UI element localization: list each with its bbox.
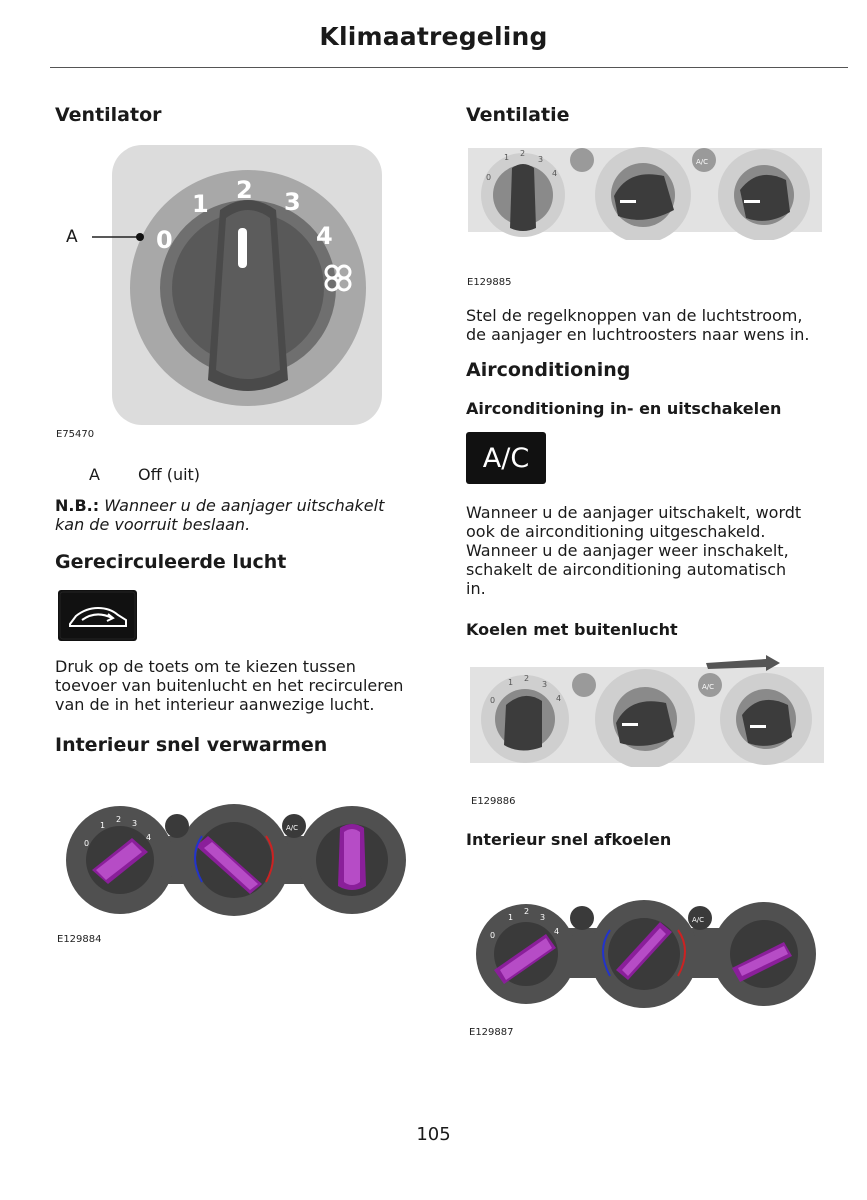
- svg-text:0: 0: [84, 839, 89, 848]
- svg-text:1: 1: [508, 913, 513, 922]
- ac-line: Wanneer u de aanjager uitschakelt, wordt: [466, 503, 802, 522]
- legend-value: Off (uit): [138, 465, 201, 484]
- ac-small-label: A/C: [286, 824, 298, 832]
- svg-text:A/C: A/C: [696, 158, 708, 166]
- ac-paragraph: Wanneer u de aanjager uitschakelt, wordt…: [466, 503, 801, 598]
- note-line: Wanneer u de aanjager uitschakelt: [104, 496, 385, 515]
- ac-button-label: A/C: [482, 442, 530, 474]
- note: N.B.: Wanneer u de aanjager uitschakelt …: [55, 496, 384, 534]
- heat-panel-figure: A/C 0 1 2 3 4: [66, 804, 406, 916]
- svg-text:2: 2: [524, 674, 529, 683]
- title-divider: [50, 67, 848, 68]
- ac-heading: Airconditioning: [466, 359, 631, 381]
- legend-key: A: [89, 465, 100, 484]
- ac-line: Wanneer u de aanjager weer inschakelt,: [466, 541, 789, 560]
- figure-code: E129884: [57, 934, 102, 945]
- dial-label-1: 1: [192, 190, 209, 218]
- figure-code: E129887: [469, 1027, 514, 1038]
- svg-text:4: 4: [146, 833, 151, 842]
- note-label: N.B.:: [55, 496, 100, 515]
- recirc-line: Druk op de toets om te kiezen tussen: [55, 657, 356, 676]
- note-line: kan de voorruit beslaan.: [55, 515, 251, 534]
- page-title: Klimaatregeling: [319, 22, 548, 51]
- ventilatie-heading: Ventilatie: [466, 104, 570, 126]
- ventilatie-line: de aanjager en luchtroosters naar wens i…: [466, 325, 810, 344]
- ventilator-heading: Ventilator: [55, 104, 162, 126]
- ac-button-icon: A/C: [466, 432, 546, 484]
- svg-text:3: 3: [538, 155, 543, 164]
- figure-code: E129886: [471, 796, 516, 807]
- page-number: 105: [416, 1124, 451, 1145]
- ventilatie-panel-figure: A/C 0 1 2 3 4: [468, 147, 822, 240]
- recirc-paragraph: Druk op de toets om te kiezen tussen toe…: [55, 657, 403, 714]
- dial-label-3: 3: [284, 188, 301, 216]
- svg-text:3: 3: [542, 680, 547, 689]
- svg-text:2: 2: [524, 907, 529, 916]
- dial-label-4: 4: [316, 222, 333, 250]
- recirc-small-icon: [165, 814, 189, 838]
- ventilatie-line: Stel de regelknoppen van de luchtstroom,: [466, 306, 803, 325]
- fan-max-icon: [324, 264, 352, 292]
- ac-line: schakelt de airconditioning automatisch: [466, 560, 787, 579]
- svg-text:1: 1: [508, 678, 513, 687]
- recirc-line: van de in het interieur aanwezige lucht.: [55, 695, 375, 714]
- cool-fast-panel-figure: A/C 0 1 2 3 4: [476, 900, 816, 1008]
- figure-code: E75470: [56, 429, 95, 440]
- recirc-heading: Gerecirculeerde lucht: [55, 551, 287, 573]
- svg-text:0: 0: [490, 931, 495, 940]
- cool-fast-heading: Interieur snel afkoelen: [466, 830, 672, 849]
- ac-line: in.: [466, 579, 486, 598]
- svg-text:2: 2: [520, 149, 525, 158]
- svg-text:3: 3: [132, 819, 137, 828]
- ac-line: ook de airconditioning uitgeschakeld.: [466, 522, 766, 541]
- svg-text:2: 2: [116, 815, 121, 824]
- cool-outside-heading: Koelen met buitenlucht: [466, 620, 678, 639]
- svg-text:4: 4: [552, 169, 557, 178]
- svg-text:0: 0: [486, 173, 491, 182]
- svg-text:4: 4: [556, 694, 561, 703]
- ventilator-dial-figure: 0 1 2 3 4: [92, 145, 382, 425]
- cool-outside-panel-figure: A/C 0 1 2 3 4: [470, 655, 824, 767]
- dial-label-2: 2: [236, 176, 253, 204]
- figure-code: E129885: [467, 277, 512, 288]
- callout-a: A: [66, 227, 78, 247]
- recirculation-button-icon: [58, 590, 137, 641]
- recirc-line: toevoer van buitenlucht en het recircule…: [55, 676, 404, 695]
- svg-text:A/C: A/C: [702, 683, 714, 691]
- dial-label-0: 0: [156, 226, 173, 254]
- ac-subheading: Airconditioning in- en uitschakelen: [466, 399, 782, 418]
- ventilatie-paragraph: Stel de regelknoppen van de luchtstroom,…: [466, 306, 809, 344]
- svg-text:4: 4: [554, 927, 559, 936]
- svg-text:1: 1: [504, 153, 509, 162]
- svg-text:3: 3: [540, 913, 545, 922]
- svg-text:1: 1: [100, 821, 105, 830]
- svg-text:0: 0: [490, 696, 495, 705]
- heat-heading: Interieur snel verwarmen: [55, 734, 328, 756]
- svg-text:A/C: A/C: [692, 916, 704, 924]
